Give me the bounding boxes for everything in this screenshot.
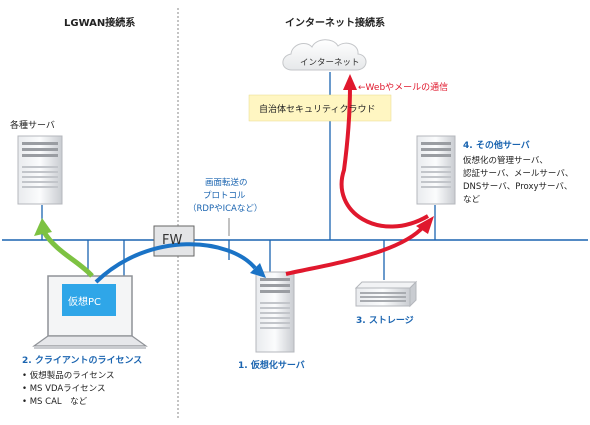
storage-label: 3. ストレージ — [356, 316, 414, 326]
protocol-note-line1: 画面転送の — [205, 178, 248, 188]
zone-header-lgwan: LGWAN接続系 — [64, 18, 136, 29]
client-license-item: • MS CAL など — [22, 397, 88, 407]
firewall-box — [153, 225, 195, 257]
red-arrowhead-internet — [343, 74, 357, 90]
red-arrow-to-internet — [339, 85, 430, 229]
security-cloud-label: 自治体セキュリティクラウド — [259, 105, 376, 115]
virtual-pc-label: 仮想PC — [68, 297, 102, 308]
various-servers-label: 各種サーバ — [10, 121, 55, 131]
zone-header-internet: インターネット接続系 — [285, 18, 385, 29]
red-arrowhead-servers — [416, 216, 434, 234]
firewall-label: FW — [162, 233, 183, 248]
virtual-pc-screen — [62, 284, 116, 316]
security-cloud-box — [248, 94, 392, 122]
other-servers-title: 4. その他サーバ — [463, 141, 530, 151]
virtualization-server-label: 1. 仮想化サーバ — [238, 361, 305, 371]
green-arrowhead — [34, 218, 52, 236]
client-license-title: 2. クライアントのライセンス — [22, 356, 143, 366]
blue-arrow — [94, 242, 257, 284]
web-mail-label: ←Webやメールの通信 — [358, 83, 449, 93]
protocol-note-line3: （RDPやICAなど） — [188, 204, 263, 214]
red-arrow-to-servers — [285, 224, 426, 276]
other-servers-line: 認証サーバ、メールサーバ、 — [463, 169, 574, 179]
internet-cloud-icon — [282, 39, 367, 71]
storage-icon — [354, 280, 418, 308]
blue-arrowhead — [250, 263, 266, 278]
other-servers-line: DNSサーバ、Proxyサーバ、 — [463, 182, 573, 192]
protocol-note-line2: プロトコル — [203, 191, 246, 201]
other-servers-line: 仮想化の管理サーバ、 — [463, 156, 548, 166]
client-license-item: • 仮想製品のライセンス — [22, 371, 115, 381]
client-license-item: • MS VDAライセンス — [22, 384, 106, 394]
internet-cloud-label: インターネット — [300, 58, 360, 68]
server-icon — [255, 271, 295, 353]
server-icon — [416, 135, 456, 205]
green-arrow — [41, 230, 94, 278]
other-servers-line: など — [463, 195, 481, 205]
server-icon — [17, 135, 63, 205]
